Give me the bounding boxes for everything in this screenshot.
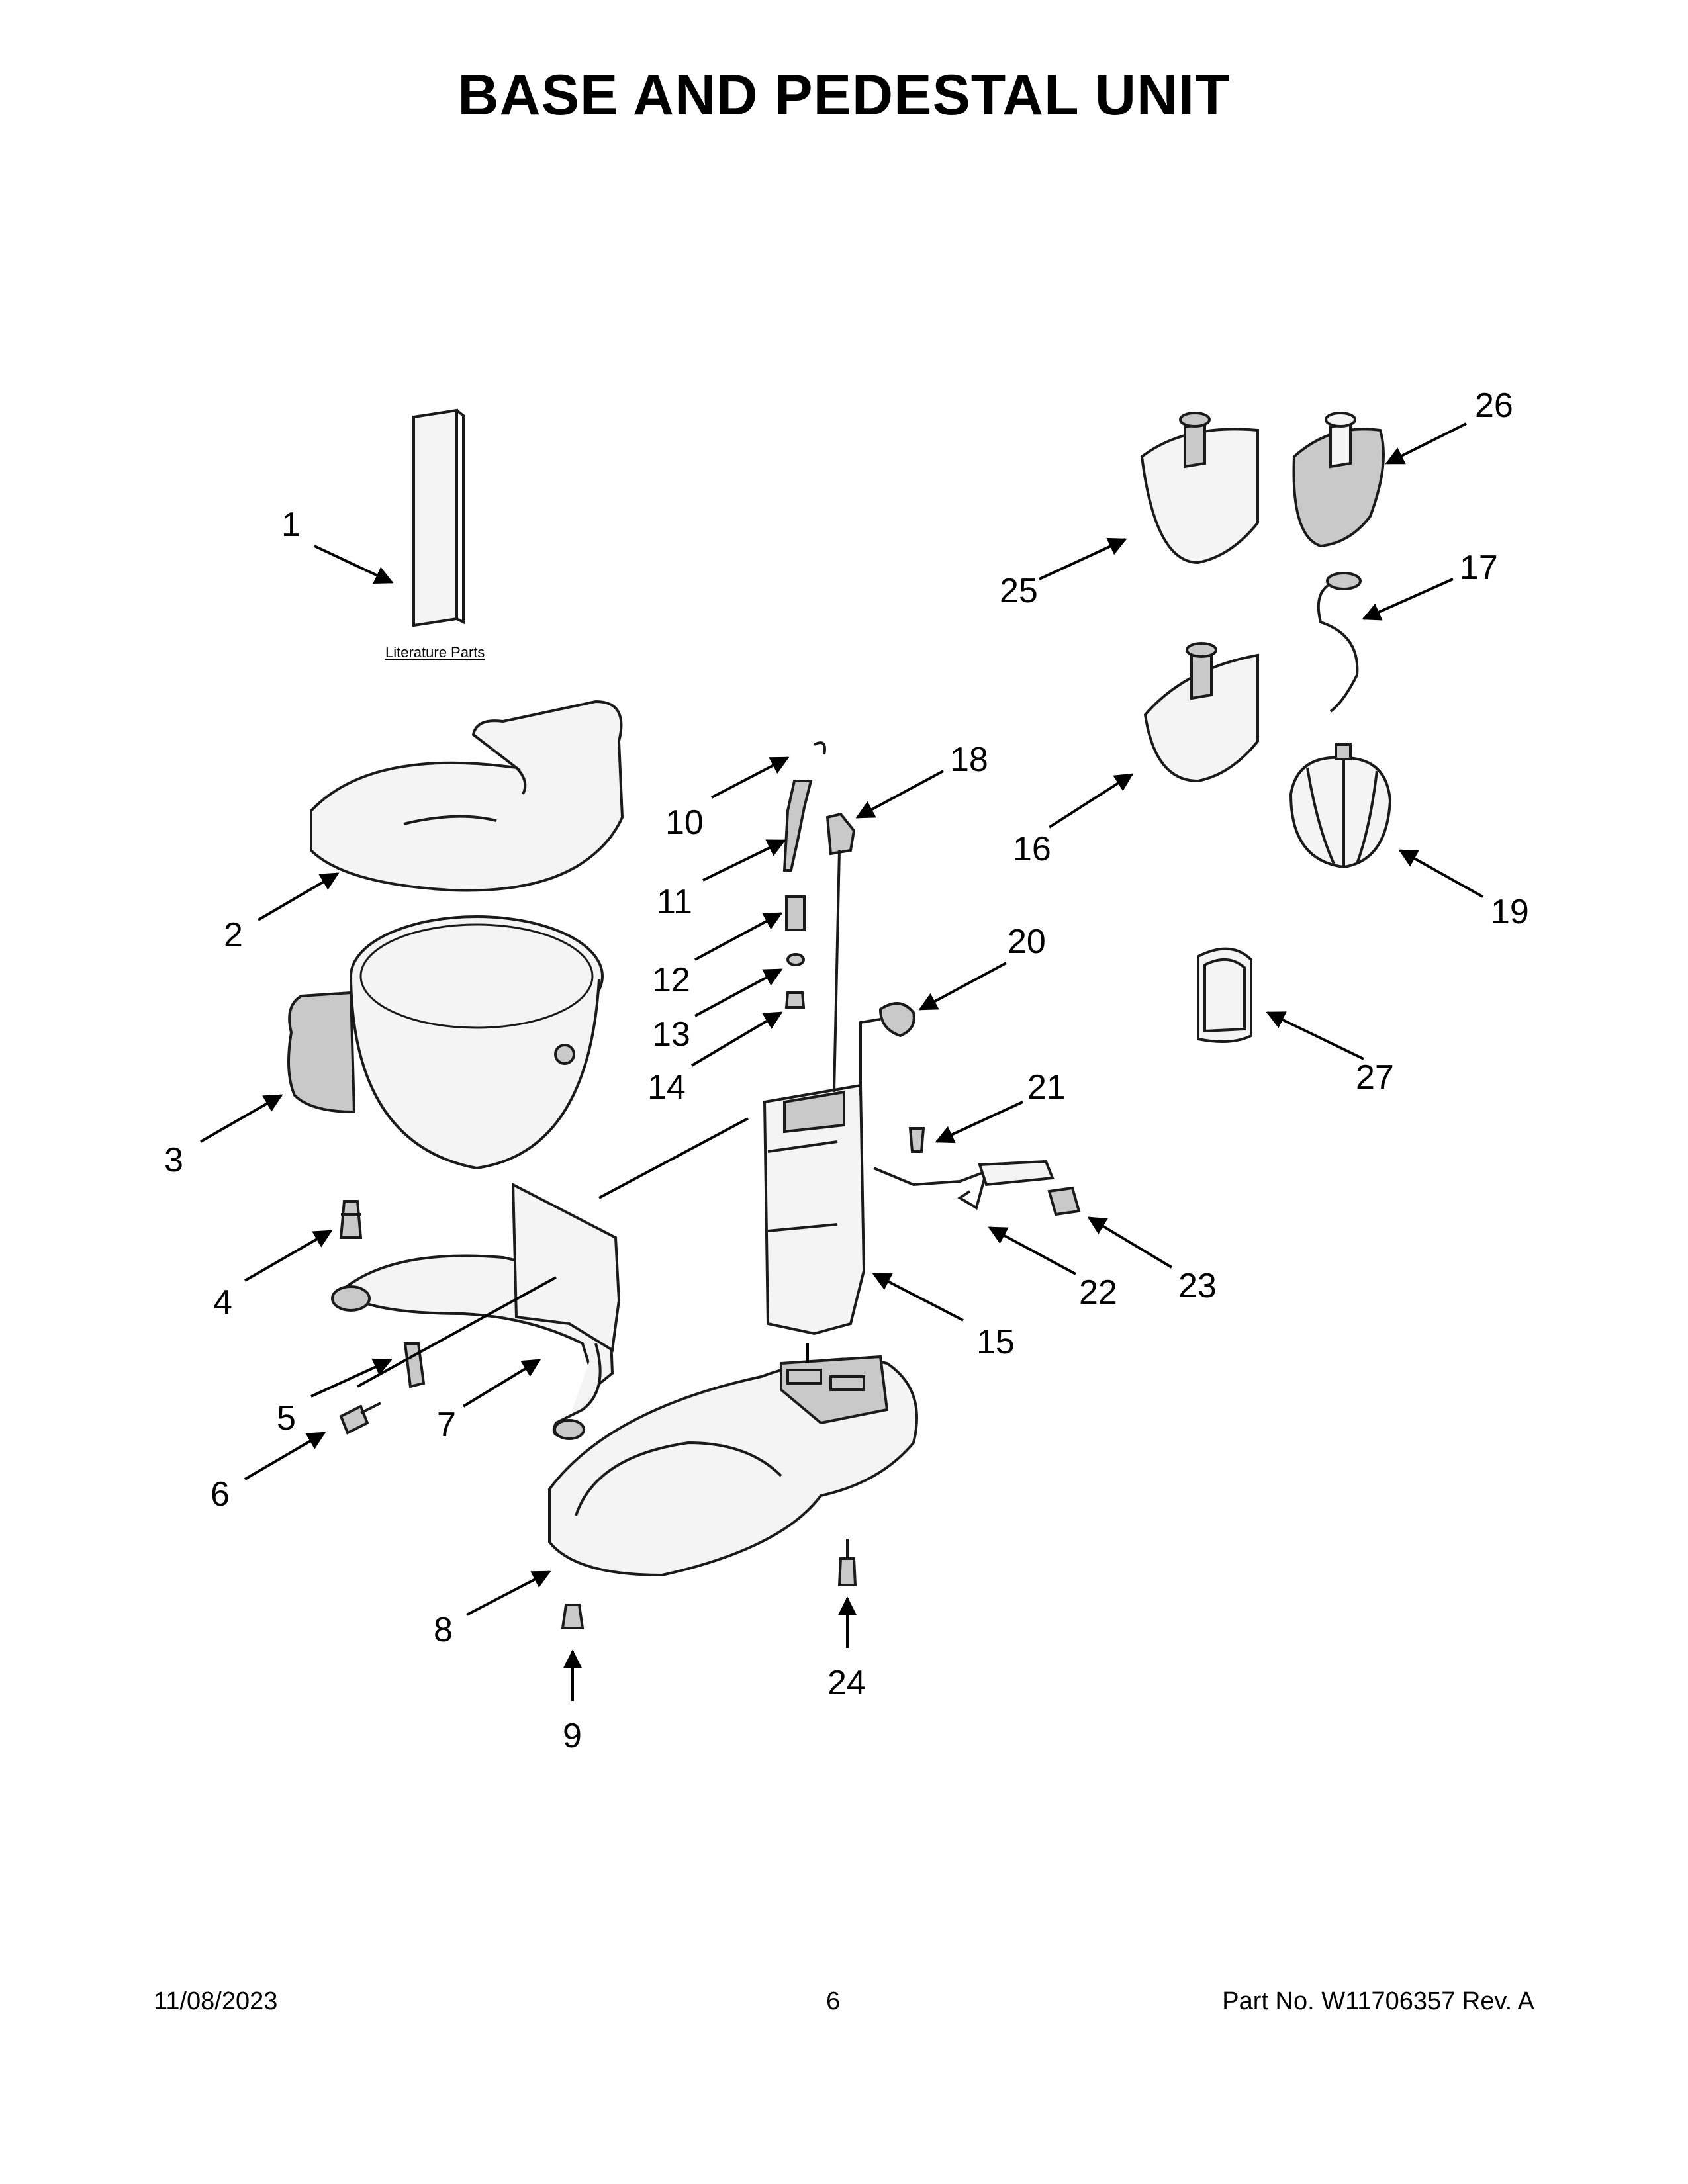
callout-17: 17 — [1460, 549, 1498, 587]
lever-assembly — [782, 741, 856, 1093]
control-knob — [859, 1002, 915, 1095]
mixing-bowl — [287, 915, 604, 1170]
footer-date: 11/08/2023 — [154, 1987, 278, 2015]
callout-25: 25 — [1000, 572, 1038, 610]
callout-15: 15 — [976, 1323, 1015, 1361]
callout-2: 2 — [224, 916, 243, 954]
page-title: BASE AND PEDESTAL UNIT — [457, 64, 1231, 127]
footer-part-number: Part No. W11706357 Rev. A — [1222, 1987, 1534, 2015]
callout-4: 4 — [213, 1283, 232, 1322]
literature-label: Literature Parts — [385, 644, 485, 660]
callout-11: 11 — [657, 883, 692, 921]
callout-26: 26 — [1475, 387, 1513, 425]
base-screw — [837, 1539, 857, 1586]
mixer-base — [548, 1355, 918, 1577]
accessories — [1140, 412, 1392, 1043]
callout-9: 9 — [563, 1717, 582, 1755]
callout-24: 24 — [827, 1664, 866, 1702]
callout-19: 19 — [1491, 893, 1529, 931]
footer-page-number: 6 — [826, 1987, 841, 2015]
callout-8: 8 — [434, 1611, 453, 1649]
callout-3: 3 — [164, 1141, 183, 1179]
callout-labels: 1 2 3 4 5 6 7 8 9 10 11 12 13 14 15 16 1… — [164, 387, 1529, 1755]
callout-1: 1 — [281, 506, 301, 544]
callout-7: 7 — [437, 1406, 456, 1444]
bowl-support — [331, 1182, 621, 1440]
callout-13: 13 — [652, 1015, 690, 1054]
callout-10: 10 — [665, 803, 704, 842]
callout-27: 27 — [1356, 1058, 1394, 1097]
callout-16: 16 — [1013, 830, 1051, 868]
callout-12: 12 — [652, 961, 690, 999]
callout-6: 6 — [211, 1475, 230, 1514]
bowl-pin — [339, 1200, 363, 1239]
clamp-strap — [403, 1342, 426, 1388]
callout-21: 21 — [1027, 1068, 1066, 1107]
callout-arrows — [200, 422, 1483, 1701]
rubber-foot — [561, 1604, 585, 1629]
callout-22: 22 — [1079, 1273, 1117, 1312]
callout-20: 20 — [1008, 923, 1046, 961]
literature-parts-booklet: Literature Parts — [385, 408, 485, 660]
crank-assembly — [873, 1127, 1081, 1216]
hex-screw — [339, 1402, 381, 1435]
callout-5: 5 — [277, 1399, 296, 1437]
pedestal — [763, 1083, 866, 1336]
callout-14: 14 — [647, 1068, 686, 1107]
callout-18: 18 — [950, 741, 988, 779]
callout-23: 23 — [1178, 1267, 1217, 1305]
pouring-shield — [310, 700, 624, 892]
